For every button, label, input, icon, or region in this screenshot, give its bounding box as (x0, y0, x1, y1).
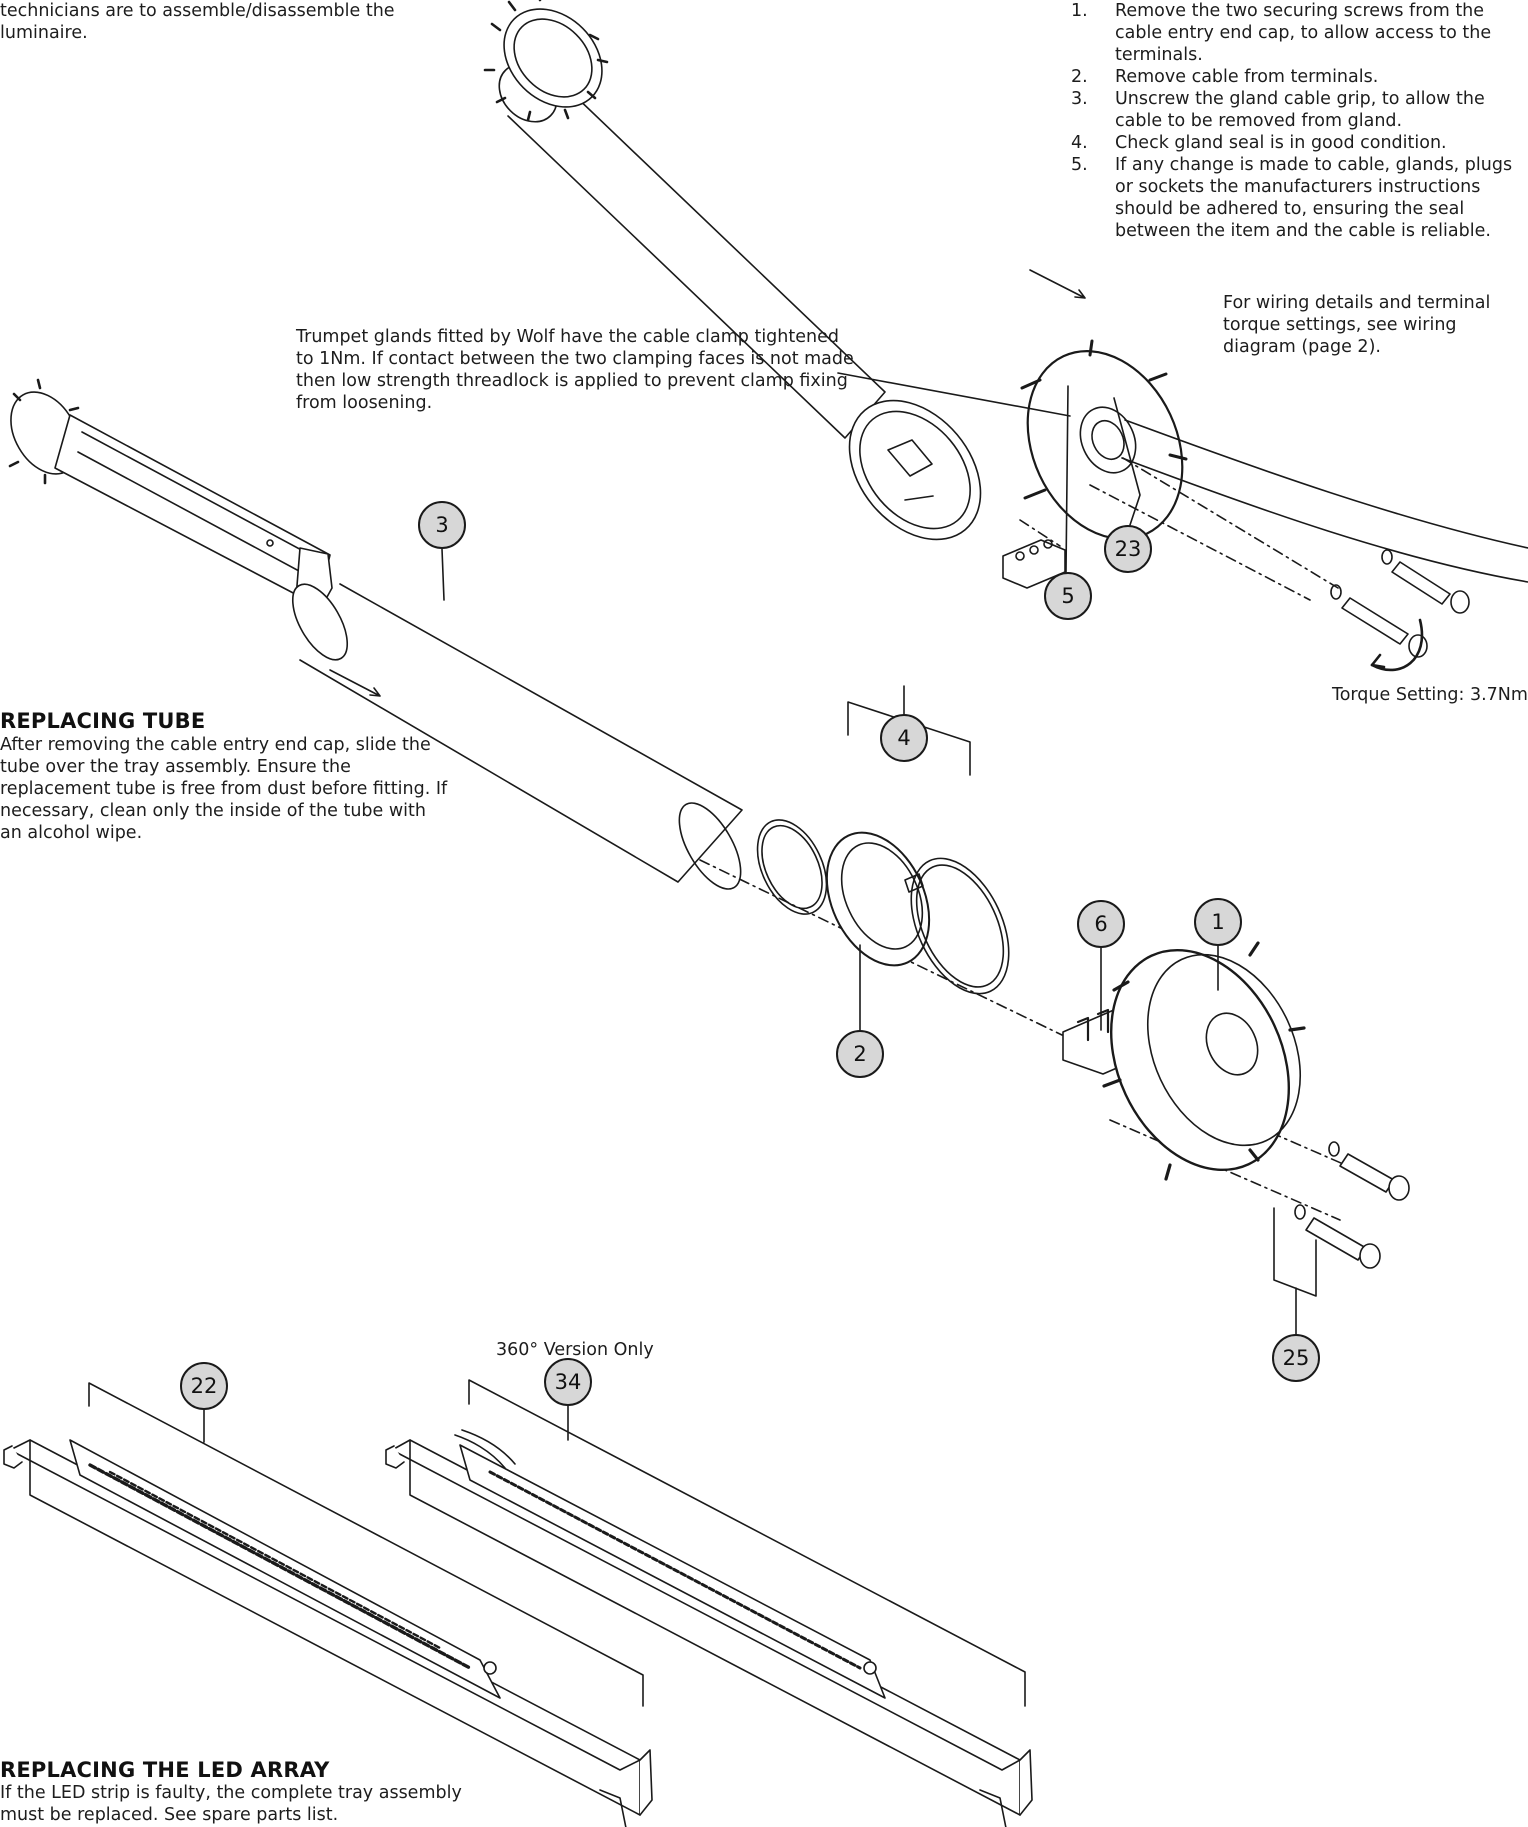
intro-text: technicians are to assemble/disassemble … (0, 0, 460, 44)
top-terminal-block (1002, 539, 1066, 589)
callout-2: 2 (836, 1030, 884, 1078)
trumpet-gland-leader-line (837, 372, 1071, 417)
callout-3: 3 (418, 501, 466, 549)
fixing-screws (1294, 1141, 1410, 1269)
callout-5-leader (1065, 385, 1069, 573)
top-screws (1330, 549, 1470, 658)
step-text: Check gland seal is in good condition. (1115, 133, 1447, 153)
led-tray-assembly-22 (3, 1439, 653, 1827)
wiring-note: For wiring details and terminal torque s… (1223, 293, 1491, 357)
adapter-ring (825, 831, 931, 967)
version-note: 360° Version Only (496, 1340, 654, 1360)
top-direction-arrow (1029, 269, 1086, 299)
top-cable (1121, 419, 1528, 583)
callout-23: 23 (1104, 525, 1152, 573)
cable-removal-steps: 1. Remove the two securing screws from th… (1071, 0, 1521, 242)
step-text: Remove the two securing screws from the … (1115, 1, 1492, 65)
top-screw-axis-line (1122, 457, 1339, 589)
callout-25: 25 (1272, 1334, 1320, 1382)
callout-34: 34 (544, 1358, 592, 1406)
top-assembly-axis-line (1019, 519, 1061, 547)
cable-step-1: 1. Remove the two securing screws from th… (1071, 0, 1521, 66)
callout-22-bracket (88, 1382, 644, 1707)
top-tube-end-ring (848, 399, 982, 541)
step-text: Unscrew the gland cable grip, to allow t… (1115, 89, 1485, 131)
cable-step-4: 4. Check gland seal is in good condition. (1071, 132, 1521, 154)
step-number: 3. (1071, 89, 1088, 109)
top-cable-entry-cap (1020, 339, 1188, 552)
callout-22: 22 (180, 1362, 228, 1410)
step-text: If any change is made to cable, glands, … (1115, 155, 1513, 241)
torque-setting-label: Torque Setting: 3.7Nm (1332, 685, 1528, 705)
replacing-led-array-body: If the LED strip is faulty, the complete… (0, 1783, 462, 1825)
trumpet-gland-note: Trumpet glands fitted by Wolf have the c… (296, 327, 854, 413)
callout-25-bracket (1273, 1207, 1317, 1335)
middle-tube (291, 583, 743, 890)
top-screw-axis-line-2 (1089, 484, 1311, 601)
top-end-knob (483, 0, 609, 122)
middle-direction-arrow (329, 669, 381, 697)
callout-6: 6 (1077, 900, 1125, 948)
cable-step-3: 3. Unscrew the gland cable grip, to allow… (1071, 88, 1521, 132)
seal-ring-left (756, 819, 828, 915)
step-number: 1. (1071, 1, 1088, 21)
cable-step-5: 5. If any change is made to cable, glands… (1071, 154, 1521, 242)
middle-tray-assembly (54, 414, 333, 607)
intro-line-2: luminaire. (0, 23, 88, 43)
cable-step-2: 2. Remove cable from terminals. (1071, 66, 1521, 88)
step-number: 5. (1071, 155, 1088, 175)
torque-rotation-arrow (1370, 618, 1424, 672)
callout-5: 5 (1044, 572, 1092, 620)
step-number: 2. (1071, 67, 1088, 87)
callout-34-bracket (468, 1379, 1026, 1707)
intro-line-1: technicians are to assemble/disassemble … (0, 1, 395, 21)
replacing-tube-heading: REPLACING TUBE (0, 709, 206, 733)
callout-1: 1 (1194, 898, 1242, 946)
seal-ring-right (910, 857, 1010, 995)
callout-3-leader (441, 548, 445, 601)
led-tray-assembly-34 (385, 1429, 1033, 1827)
cable-entry-end-cap (1102, 941, 1306, 1181)
step-text: Remove cable from terminals. (1115, 67, 1379, 87)
callout-23-leader (1113, 397, 1141, 526)
replacing-led-array-heading: REPLACING THE LED ARRAY (0, 1758, 330, 1782)
replacing-tube-body: After removing the cable entry end cap, … (0, 735, 448, 843)
step-number: 4. (1071, 133, 1088, 153)
callout-4: 4 (880, 714, 928, 762)
